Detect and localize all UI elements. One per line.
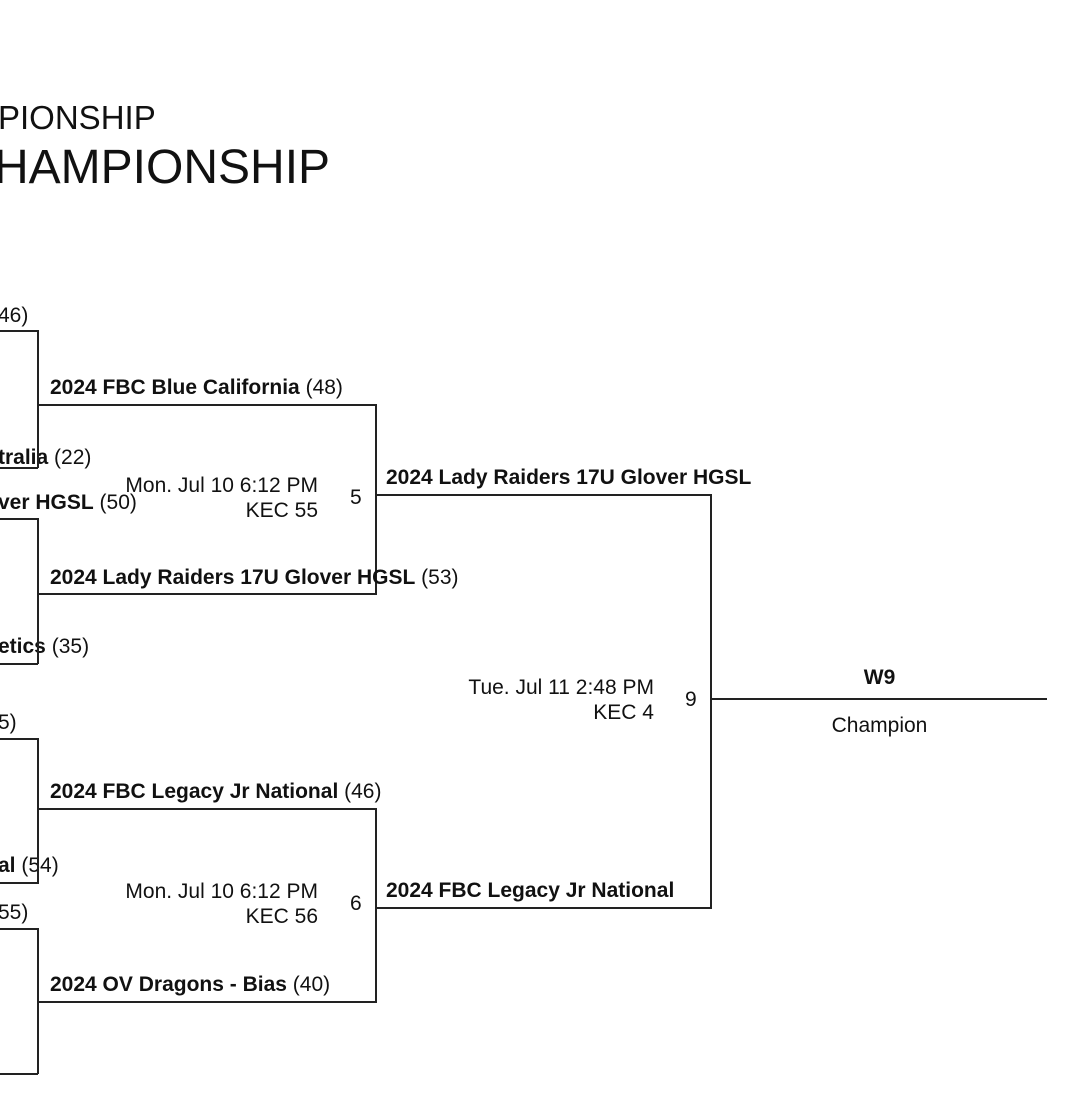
bracket-line	[37, 518, 39, 664]
game6-team-top[interactable]: 2024 FBC Legacy Jr National (46)	[50, 780, 381, 804]
round1-score-fragment-3: 55)	[0, 901, 29, 924]
bracket-line	[0, 330, 38, 332]
bracket-line	[712, 698, 1047, 700]
bracket-line	[376, 907, 712, 909]
round1-team-fragment-c[interactable]: etics (35)	[0, 635, 89, 659]
bracket-line	[0, 1073, 38, 1075]
bracket-line	[37, 330, 39, 468]
bracket-line	[376, 494, 712, 496]
round1-score-fragment-2: 5)	[0, 711, 17, 734]
team-name: 2024 OV Dragons - Bias	[50, 973, 287, 996]
game6-team-bottom[interactable]: 2024 OV Dragons - Bias (40)	[50, 973, 330, 997]
bracket-line	[0, 738, 38, 740]
bracket-line	[38, 808, 376, 810]
game5-team-top[interactable]: 2024 FBC Blue California (48)	[50, 376, 343, 400]
game5-date: Mon. Jul 10 6:12 PM	[125, 474, 318, 497]
bracket-line	[710, 494, 712, 908]
bracket-line	[37, 738, 39, 884]
final-number: 9	[685, 688, 697, 711]
team-score: (53)	[421, 566, 459, 589]
winner-label: W9	[863, 666, 896, 689]
bracket-line	[0, 928, 38, 930]
team-score: (54)	[21, 854, 59, 877]
team-name: al	[0, 854, 16, 877]
champion-label: Champion	[831, 714, 928, 737]
team-score: (50)	[99, 491, 137, 514]
bracket-line	[38, 593, 376, 595]
round1-team-fragment-a[interactable]: tralia (22)	[0, 446, 91, 470]
bracket-title: HAMPIONSHIP	[0, 141, 331, 194]
team-score: (22)	[54, 446, 92, 469]
team-score: (35)	[51, 635, 90, 658]
bracket-line	[0, 882, 38, 884]
bracket-line	[38, 1001, 376, 1003]
final-team-bottom[interactable]: 2024 FBC Legacy Jr National	[386, 879, 674, 903]
team-score: (40)	[292, 973, 331, 996]
bracket-line	[0, 467, 38, 469]
round1-team-fragment-b[interactable]: ver HGSL (50)	[0, 491, 137, 515]
bracket-line	[375, 808, 377, 1003]
final-venue: KEC 4	[593, 701, 654, 724]
bracket-line	[38, 404, 376, 406]
round1-score-fragment-1: 46)	[0, 304, 29, 327]
team-score: (48)	[305, 376, 343, 399]
team-name: ver HGSL	[0, 491, 94, 514]
team-name: 2024 FBC Legacy Jr National	[386, 879, 675, 902]
final-team-top[interactable]: 2024 Lady Raiders 17U Glover HGSL	[386, 466, 751, 490]
final-date: Tue. Jul 11 2:48 PM	[468, 676, 654, 699]
team-name: 2024 FBC Blue California	[50, 376, 300, 399]
bracket-line	[0, 663, 38, 665]
bracket-line	[0, 518, 38, 520]
bracket-subtitle: PIONSHIP	[0, 99, 156, 136]
game5-venue: KEC 55	[245, 499, 318, 522]
team-name: etics	[0, 635, 46, 658]
round1-team-fragment-d[interactable]: al (54)	[0, 854, 59, 878]
team-name: 2024 FBC Legacy Jr National	[50, 780, 339, 803]
game5-number: 5	[350, 486, 362, 509]
game5-team-bottom[interactable]: 2024 Lady Raiders 17U Glover HGSL (53)	[50, 566, 459, 590]
team-score: (46)	[344, 780, 382, 803]
game6-number: 6	[350, 892, 362, 915]
bracket-line	[375, 404, 377, 595]
game6-venue: KEC 56	[245, 905, 318, 928]
team-name: 2024 Lady Raiders 17U Glover HGSL	[50, 566, 416, 589]
team-name: 2024 Lady Raiders 17U Glover HGSL	[386, 466, 752, 489]
champion-winner[interactable]: W9	[712, 666, 1047, 690]
game6-date: Mon. Jul 10 6:12 PM	[125, 880, 318, 903]
team-name: tralia	[0, 446, 49, 469]
